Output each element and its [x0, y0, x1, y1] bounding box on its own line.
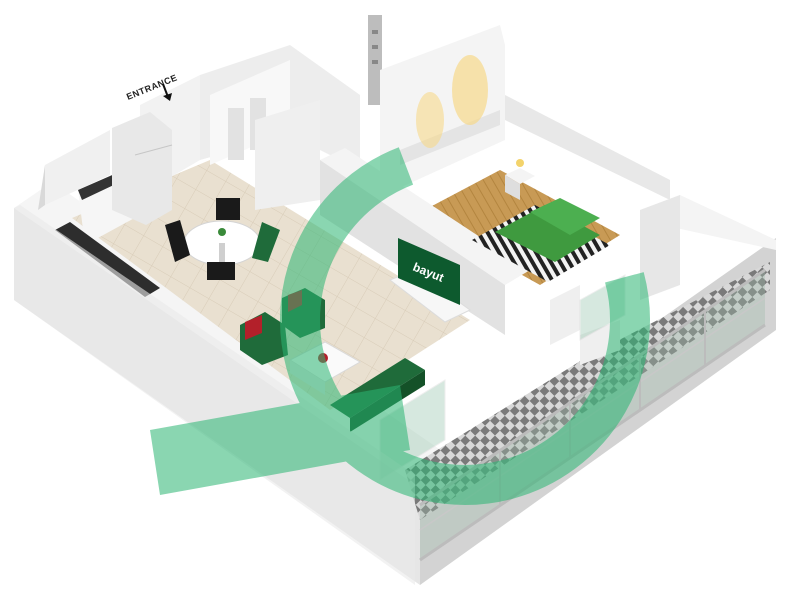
arrow-down-icon	[162, 83, 172, 101]
bayut-logo-watermark	[150, 135, 650, 505]
wardrobe	[380, 25, 505, 190]
living-dining-floor	[72, 160, 470, 410]
kitchen-wall	[38, 130, 110, 210]
kitchen-cabinets-wall	[55, 222, 160, 297]
front-base-wall	[14, 205, 415, 585]
nightstand	[505, 159, 535, 200]
bedroom-wall	[505, 95, 670, 200]
tv: bayut	[398, 238, 460, 305]
dining-chairs	[165, 198, 280, 280]
bed	[472, 198, 610, 282]
shower-fixture	[368, 15, 382, 105]
right-walls	[550, 195, 776, 365]
refrigerator	[112, 112, 173, 225]
entrance-marker: ENTRANCE	[125, 72, 179, 102]
armchair-1	[240, 312, 288, 365]
bathroom-walls	[200, 45, 360, 210]
